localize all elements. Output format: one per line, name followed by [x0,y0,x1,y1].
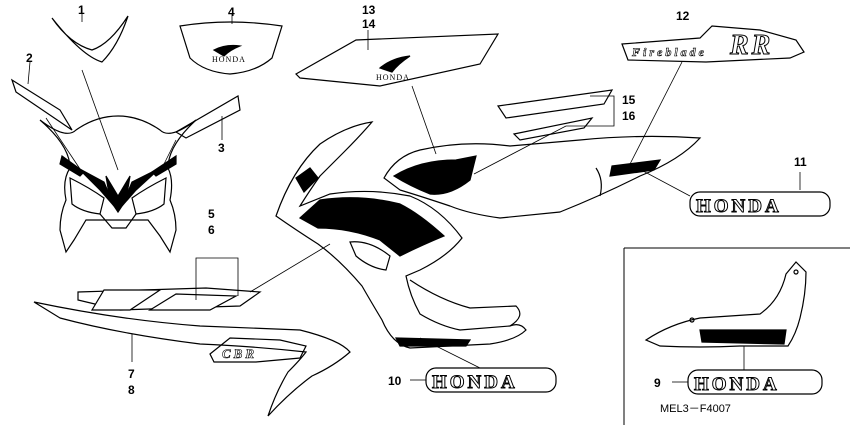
callout-4: 4 [228,5,235,19]
leader-5-6-fairing [249,243,331,293]
part-7-8-emblem [209,337,307,363]
front-fairing-outline [39,115,197,254]
part-4-wing-icon [212,44,243,57]
side-fairing-outline [275,121,527,349]
callout-9: 9 [654,376,661,390]
part-10-honda-text: HONDA [432,372,518,393]
callout-8: 8 [128,383,135,397]
side-fairing-window [349,241,391,271]
leader-15-16-cowl [473,125,567,175]
part-12-emblem-outline [621,25,805,63]
part-7-8-cbr-text: CBR [222,346,257,361]
diagram-code: MEL3－F4007 [660,403,731,415]
leader-5-6 [195,257,239,300]
leader-12 [627,61,683,169]
callout-11: 11 [794,155,807,169]
part-13-14-stripe [295,33,500,87]
leader-15-16 [566,95,615,127]
part-5-6-stripe-a [90,289,162,311]
part-9-honda-text: HONDA [694,374,780,395]
part-5-6-stripe-b [147,293,239,311]
part-3-stripe [174,95,241,139]
callout-16: 16 [622,109,636,123]
seat-cowl-decal [392,155,477,195]
part-16-stripe [512,117,594,141]
part-4-brand-text: HONDA [212,55,246,64]
part-11-emblem-frame [689,191,831,217]
lower-cowl-decal [395,337,472,347]
inset-bolt-2 [793,269,799,275]
callout-5: 5 [208,207,215,221]
side-fairing-decal [298,197,446,257]
part-15-stripe [496,89,614,119]
callout-10: 10 [388,374,402,388]
callout-1: 1 [78,3,85,17]
part-1-stripe [51,15,129,63]
inset-bolt-1 [689,317,695,323]
part-13-wing-icon [378,55,411,73]
callout-2: 2 [26,51,33,65]
front-fairing-decal-center [105,175,131,214]
inset-decal [699,329,787,345]
part-12-rr-text: RR [729,30,773,61]
callout-14: 14 [362,17,376,31]
part-7-8-panel [33,301,351,417]
callout-12: 12 [676,9,690,23]
front-fairing-stripe-right [151,154,177,177]
callout-6: 6 [208,223,215,237]
front-fairing-stripe-left [59,154,85,177]
part-5-6-stripes [77,287,262,311]
front-fairing-intake [99,213,137,229]
inset-lower-cowl [644,261,807,348]
side-fairing-lower-panel [409,279,521,327]
part-13-brand-text: HONDA [376,73,410,82]
leader-2-fairing [45,117,83,173]
part-11-honda-text: HONDA [696,196,782,217]
seat-cowl-tail-light [595,167,602,197]
callout-3: 3 [218,141,225,155]
leader-2 [27,61,31,85]
seat-cowl-outline [383,135,702,219]
callout-15: 15 [622,93,636,107]
seat-cowl-tail-decal [609,159,662,177]
callout-13: 13 [362,3,376,17]
part-2-stripe [10,78,73,131]
part-4-shield-decal [179,21,283,75]
side-fairing-front-decal [295,167,319,193]
leader-1-fairing [81,69,119,171]
part-12-fireblade-text: Fireblade [631,45,707,59]
leader-3-fairing [161,139,177,169]
leader-11-cowl [629,163,691,197]
leader-13-14-cowl [411,85,437,155]
callout-7: 7 [128,367,135,381]
